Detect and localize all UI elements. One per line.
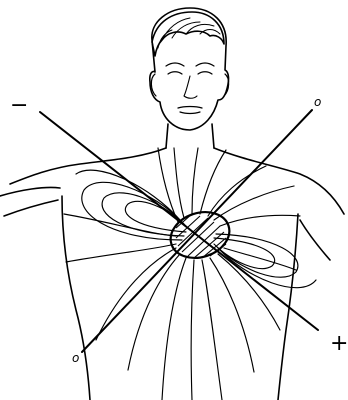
head-outline	[150, 8, 229, 130]
mouth	[178, 107, 202, 114]
positive-pole-label: +	[330, 331, 348, 356]
left-torso-side	[62, 196, 90, 400]
negative-pole-label: −	[10, 93, 28, 118]
right-shoulder-arm	[214, 148, 344, 214]
left-arm-underside	[4, 200, 58, 216]
body-outline	[0, 8, 344, 400]
neck	[166, 124, 214, 148]
eyes	[168, 72, 212, 74]
left-arm-lower	[0, 187, 60, 196]
zero-potential-label-lower-left: o	[72, 351, 79, 365]
eyebrows	[166, 63, 214, 66]
nose	[184, 76, 197, 98]
right-arm-under	[300, 220, 330, 260]
field-lines	[64, 148, 316, 400]
left-shoulder-arm	[10, 148, 166, 184]
lead-axis-perpendicular	[82, 110, 312, 352]
zero-potential-label-upper-right: o	[314, 95, 321, 109]
lead-axis-negative-positive	[40, 112, 318, 330]
